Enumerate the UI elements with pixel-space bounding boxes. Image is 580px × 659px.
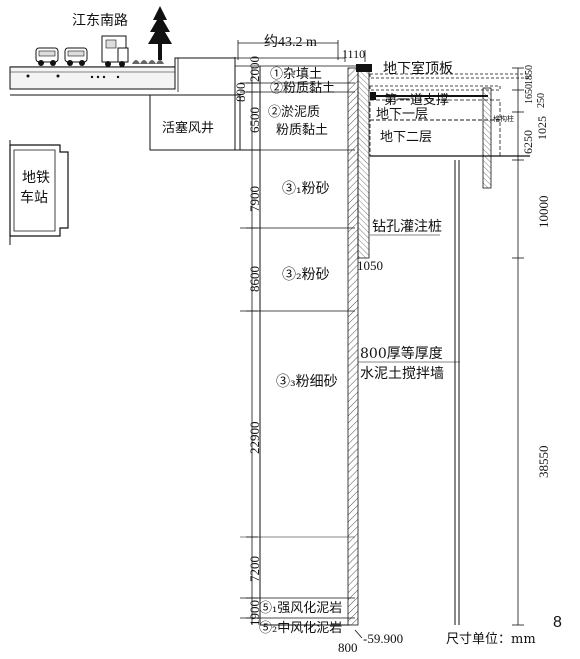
- metro-label-line-1: 地铁: [22, 170, 50, 186]
- truck-icon: [101, 35, 129, 67]
- layer-9-label: ⑤₂中风化泥岩: [259, 621, 342, 636]
- dim-7900: 7900: [247, 186, 262, 212]
- bottom-elevation: -59.900: [363, 631, 403, 646]
- layer-4-label: ③₁粉砂: [282, 181, 330, 197]
- dim-1650: 1650: [524, 84, 535, 104]
- column-label: 格构柱: [493, 114, 514, 123]
- cap-dimension: 1110: [342, 47, 365, 61]
- road-label: 江东南路: [72, 13, 128, 29]
- right-dimensions: 1850 1650 250 1025 6250 10000 38550: [512, 65, 551, 626]
- floor-b1-label: 地下一层: [376, 107, 428, 122]
- layer-8-label: ⑤₁强风化泥岩: [259, 601, 342, 616]
- dim-250: 250: [536, 93, 547, 108]
- dim-1025: 1025: [535, 116, 549, 140]
- layer-labels: ①杂填土 ②粉质黏土 ②淤泥质 粉质黏土 ③₁粉砂 ③₂粉砂 ③₃粉细砂 ⑤₁强…: [259, 67, 342, 636]
- layer-dimensions: 2000 800 6500 7900 8600 22900 7200 1900: [233, 56, 262, 626]
- dim-10000: 10000: [536, 196, 551, 229]
- bored-pile: [356, 64, 372, 259]
- tree-icon: [148, 6, 172, 60]
- basement-structure: 地下室顶板 第一道支撑 地下一层 地下二层 格构柱: [369, 60, 531, 625]
- layer-6-label: ③₃粉细砂: [276, 374, 338, 390]
- mixing-wall-label-2: 水泥土搅拌墙: [360, 366, 444, 382]
- bored-pile-label: 钻孔灌注桩: [372, 218, 442, 235]
- layer-5-label: ③₂粉砂: [282, 267, 330, 283]
- dim-2000: 2000: [247, 56, 262, 82]
- vent-shaft-label: 活塞风井: [162, 120, 214, 136]
- shrub-icon: [132, 60, 164, 64]
- cement-mixing-wall: [347, 67, 359, 626]
- mixing-wall-label-1: 800厚等厚度: [360, 345, 443, 362]
- vent-shaft: 活塞风井: [10, 94, 241, 151]
- dim-7200: 7200: [247, 556, 262, 582]
- dim-8600: 8600: [247, 266, 262, 292]
- vehicle-icon: [35, 47, 59, 66]
- dim-38550: 38550: [536, 446, 551, 479]
- pile-dim-label: 1050: [357, 258, 383, 273]
- top-dimension: 约43.2 m 1110: [235, 34, 366, 67]
- callouts: 钻孔灌注桩 1050 800厚等厚度 水泥土搅拌墙 -59.900 800 尺寸…: [338, 218, 562, 655]
- unit-label: 尺寸单位：mm: [446, 632, 536, 647]
- floor-b2-label: 地下二层: [380, 130, 432, 145]
- layer-3-label-line-2: 粉质黏土: [276, 122, 328, 138]
- layer-2-label: ②粉质黏土: [270, 80, 335, 96]
- soil-profile: [234, 57, 355, 626]
- dim-1900: 1900: [247, 600, 262, 626]
- layer-1-label: ①杂填土: [270, 67, 322, 82]
- roof-slab-label: 地下室顶板: [383, 60, 453, 77]
- page-number: 8: [553, 614, 562, 631]
- strut-label: 第一道支撑: [384, 93, 449, 108]
- bottom-width: 800: [338, 640, 358, 655]
- dim-6500: 6500: [247, 107, 262, 133]
- dim-6250: 6250: [521, 130, 535, 154]
- layer-3-label: ②淤泥质: [268, 105, 320, 120]
- dim-1850: 1850: [524, 65, 535, 85]
- vehicle-icon: [64, 47, 88, 66]
- road-section: [9, 57, 235, 92]
- road-name: 江东南路: [72, 13, 128, 29]
- metro-station: 地铁 车站: [9, 140, 69, 245]
- width-dimension: 约43.2 m: [264, 34, 317, 50]
- metro-label-line-2: 车站: [20, 189, 48, 206]
- dim-22900: 22900: [247, 422, 262, 455]
- dim-800: 800: [233, 83, 248, 103]
